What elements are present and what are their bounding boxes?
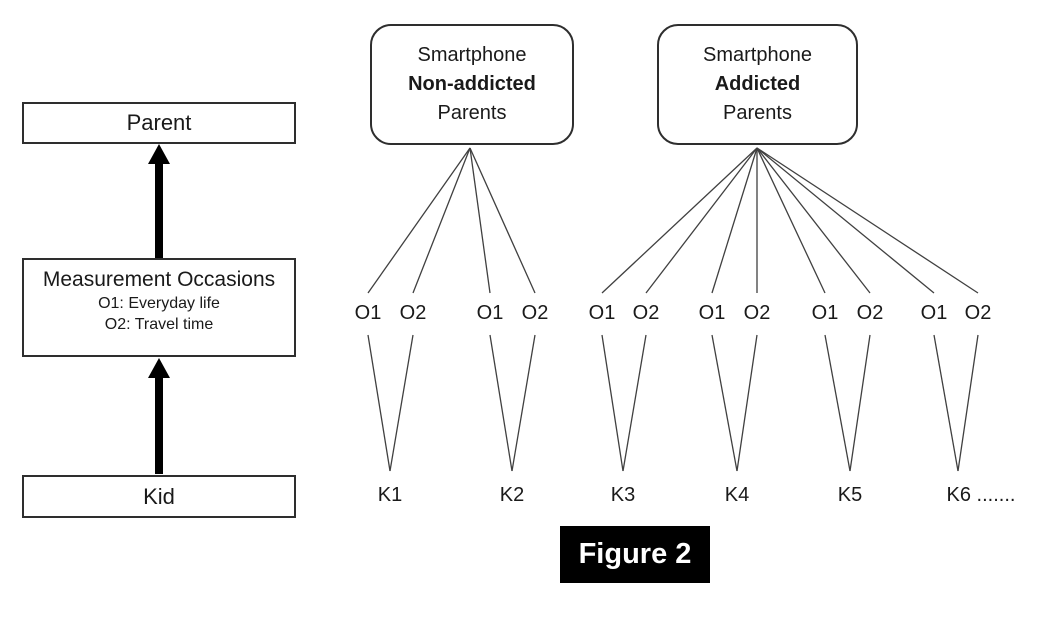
parent-to-occasion-line [469,147,491,294]
non-addicted-parents-box: Smartphone Non-addicted Parents [370,24,574,145]
parent-to-occasion-line [756,147,871,294]
parent-to-occasion-line [645,147,758,294]
parent-to-occasion-line [367,147,471,294]
occasion-to-kid-line [933,334,959,472]
kid-label: K3 [610,484,636,506]
kid-label: K1 [377,484,403,506]
addicted-title-line1: Smartphone [703,44,812,66]
occasion-label: O2 [743,302,771,324]
occasion-label: O2 [521,302,549,324]
kid-label: K6 ....... [946,484,1016,506]
occasion-to-kid-line [601,334,624,472]
figure-caption-text: Figure 2 [578,538,692,570]
measurement-occasions-box: Measurement Occasions O1: Everyday life … [22,258,296,357]
occasion-label: O2 [856,302,884,324]
kid-box: Kid [22,475,296,518]
occasion-to-kid-line [367,334,391,472]
occasion-to-kid-line [489,334,513,472]
up-arrow-shaft [155,376,163,474]
non-addicted-title-line3: Parents [437,102,507,124]
occasion-label: O1 [698,302,726,324]
parent-label: Parent [126,110,192,135]
parent-to-occasion-line [601,147,758,294]
parent-to-occasion-line [711,147,758,294]
occasion-label: O1 [588,302,616,324]
parent-box: Parent [22,102,296,144]
up-arrow-shaft [155,162,163,258]
occasion-to-kid-line [711,334,738,472]
kid-label: K4 [724,484,750,506]
occasion-label: O1 [920,302,948,324]
figure-caption: Figure 2 [560,526,710,583]
occasion-to-kid-line [824,334,851,472]
non-addicted-title-line2: Non-addicted [408,73,536,95]
measurement-item-o2: O2: Travel time [104,316,214,333]
occasion-to-kid-line [736,334,758,472]
occasion-to-kid-line [957,334,979,472]
parent-to-occasion-line [756,147,826,294]
kid-label: K2 [499,484,525,506]
kid-label: Kid [143,484,175,509]
occasion-label: O2 [399,302,427,324]
addicted-title-line3: Parents [723,102,792,124]
occasion-label: O2 [632,302,660,324]
addicted-parents-box: Smartphone Addicted Parents [657,24,858,145]
occasion-label: O1 [354,302,382,324]
parent-to-occasion-line [412,147,471,294]
parent-to-occasion-line [469,147,536,294]
occasion-to-kid-line [622,334,647,472]
measurement-title: Measurement Occasions [42,268,276,291]
occasion-to-kid-line [849,334,871,472]
measurement-item-o1: O1: Everyday life [98,295,220,312]
parent-to-occasion-line [756,147,979,294]
kid-label: K5 [837,484,863,506]
parent-to-occasion-line [756,147,935,294]
up-arrowhead [148,358,170,378]
occasion-label: O1 [476,302,504,324]
up-arrowhead [148,144,170,164]
occasion-label: O2 [964,302,992,324]
occasion-to-kid-line [511,334,536,472]
occasion-label: O1 [811,302,839,324]
addicted-title-line2: Addicted [714,73,801,95]
occasion-to-kid-line [389,334,414,472]
non-addicted-title-line1: Smartphone [417,44,527,66]
